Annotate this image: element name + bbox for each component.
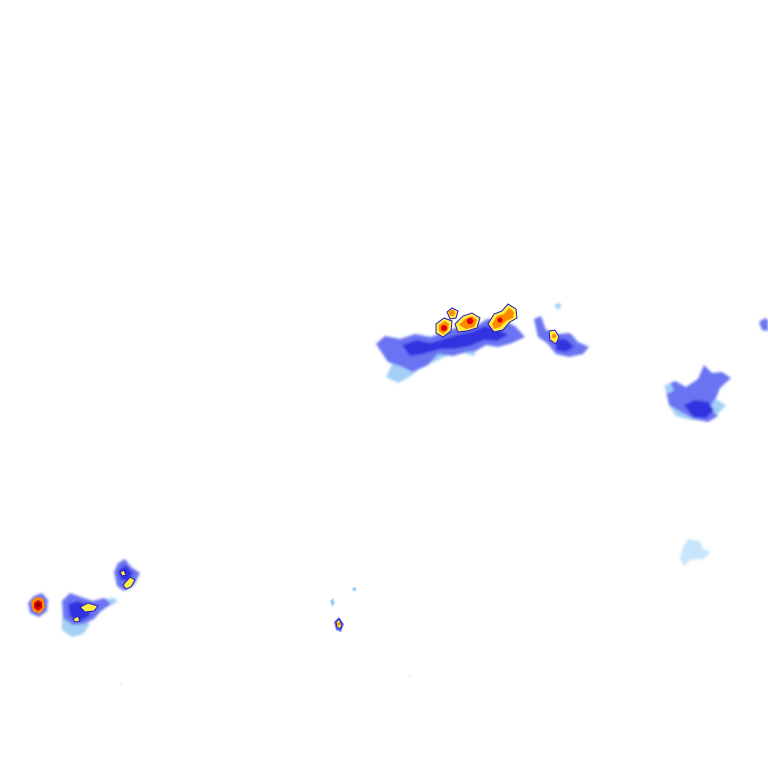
southwest-cores <box>31 569 136 623</box>
precip-speck <box>120 683 122 685</box>
north-central-cluster <box>376 303 589 383</box>
precip-very-light-area <box>680 539 711 566</box>
precip-moderate-area <box>534 316 589 357</box>
southeast-light-patch <box>680 539 711 566</box>
precip-intense-cell <box>119 569 127 577</box>
precip-severe-core <box>551 333 557 339</box>
precip-light-speck <box>555 303 561 309</box>
precip-heavy-area <box>684 400 714 418</box>
precip-extreme-core <box>466 317 474 325</box>
precip-moderate-area <box>665 365 731 422</box>
scattered-specks <box>120 675 411 685</box>
precip-light-speck <box>330 598 335 607</box>
precip-light-speck <box>352 587 356 591</box>
precip-extreme-core <box>497 317 503 323</box>
north-central-cores <box>435 303 560 345</box>
precip-light-area <box>106 598 118 605</box>
precip-light-area <box>664 383 674 394</box>
precip-moderate-area <box>759 318 768 331</box>
east-edge-fragment <box>759 318 768 331</box>
precip-intense-cell <box>79 602 99 613</box>
precip-severe-core <box>337 622 341 626</box>
precip-intense-cell <box>72 615 81 623</box>
precip-heavy-area <box>402 326 508 356</box>
precip-extreme-core <box>441 325 447 331</box>
south-central-small-cell <box>330 587 356 632</box>
precip-intense-cell <box>122 576 136 590</box>
east-cluster <box>664 365 731 422</box>
precip-heavy-area <box>556 339 574 352</box>
precip-core <box>35 602 41 608</box>
precip-severe-cell <box>492 308 514 329</box>
precip-speck <box>409 675 411 677</box>
precip-severe-core <box>449 310 455 316</box>
